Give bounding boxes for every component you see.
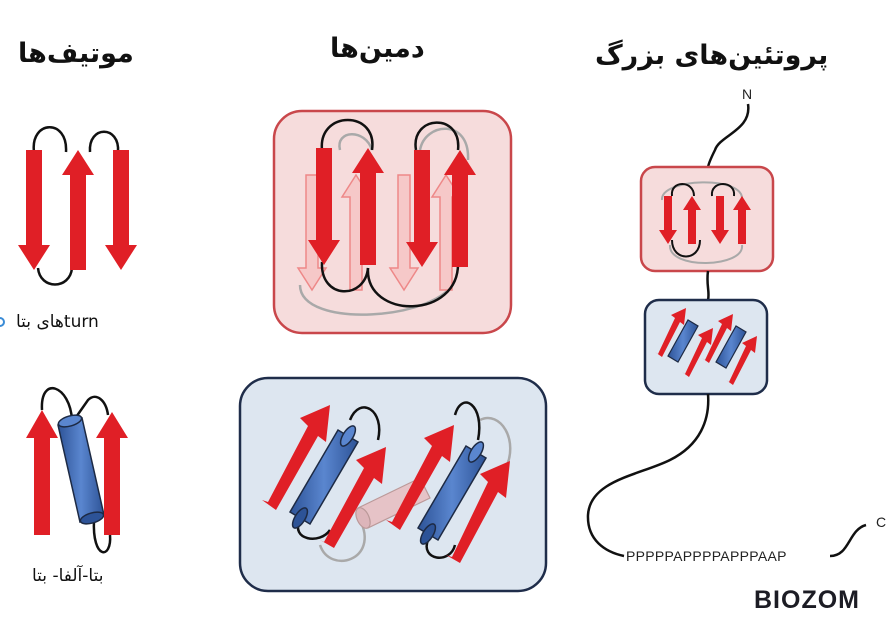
alpha-helix-cylinder bbox=[57, 414, 105, 525]
beta-strand-arrow bbox=[655, 308, 686, 357]
beta-strand-arrow bbox=[406, 150, 438, 267]
beta-strand-arrow bbox=[446, 461, 510, 563]
beta-strand-arrow bbox=[444, 150, 476, 267]
label-beta-alpha-beta: بتا-آلفا- بتا bbox=[32, 566, 104, 586]
edge-mark bbox=[0, 317, 5, 327]
beta-strand-arrow bbox=[659, 196, 677, 244]
title-large-proteins: پروتئین‌های بزرگ bbox=[595, 40, 829, 71]
domain-beta-sheet bbox=[272, 109, 513, 335]
alpha-helix-cylinder bbox=[416, 441, 488, 545]
label-beta-turns: turnهای بتا bbox=[16, 312, 99, 332]
motif-beta-turns bbox=[18, 126, 137, 286]
sequence-label: PPPPPAPPPPAPPPAAP bbox=[626, 548, 787, 564]
alpha-helix-cylinder bbox=[288, 425, 360, 529]
beta-strand-arrow bbox=[711, 196, 729, 244]
beta-strand-arrow bbox=[702, 314, 733, 363]
beta-strand-arrow bbox=[352, 148, 384, 265]
c-terminus-label: C bbox=[876, 514, 887, 530]
beta-strand-arrow bbox=[18, 150, 50, 270]
beta-strand-arrow bbox=[96, 412, 128, 535]
beta-strand-arrow bbox=[682, 328, 713, 377]
domain-alpha-beta bbox=[238, 376, 548, 593]
beta-strand-arrow bbox=[386, 425, 454, 530]
large-protein bbox=[586, 103, 867, 558]
beta-strand-arrow bbox=[683, 196, 701, 244]
title-motifs: موتیف‌ها bbox=[18, 38, 134, 69]
beta-strand-arrow bbox=[733, 196, 751, 244]
beta-strand-arrow bbox=[105, 150, 137, 270]
title-domains: دمین‌ها bbox=[330, 33, 425, 64]
beta-strand-arrow bbox=[320, 447, 386, 548]
motif-beta-alpha-beta bbox=[26, 387, 128, 554]
beta-strand-arrow bbox=[308, 148, 340, 265]
biozom-logo: BIOZOM bbox=[754, 586, 860, 614]
beta-strand-arrow bbox=[62, 150, 94, 270]
n-terminus-label: N bbox=[742, 86, 753, 102]
beta-strand-arrow bbox=[26, 410, 58, 535]
beta-strand-arrow bbox=[726, 336, 757, 385]
beta-strand-arrow bbox=[262, 405, 330, 510]
